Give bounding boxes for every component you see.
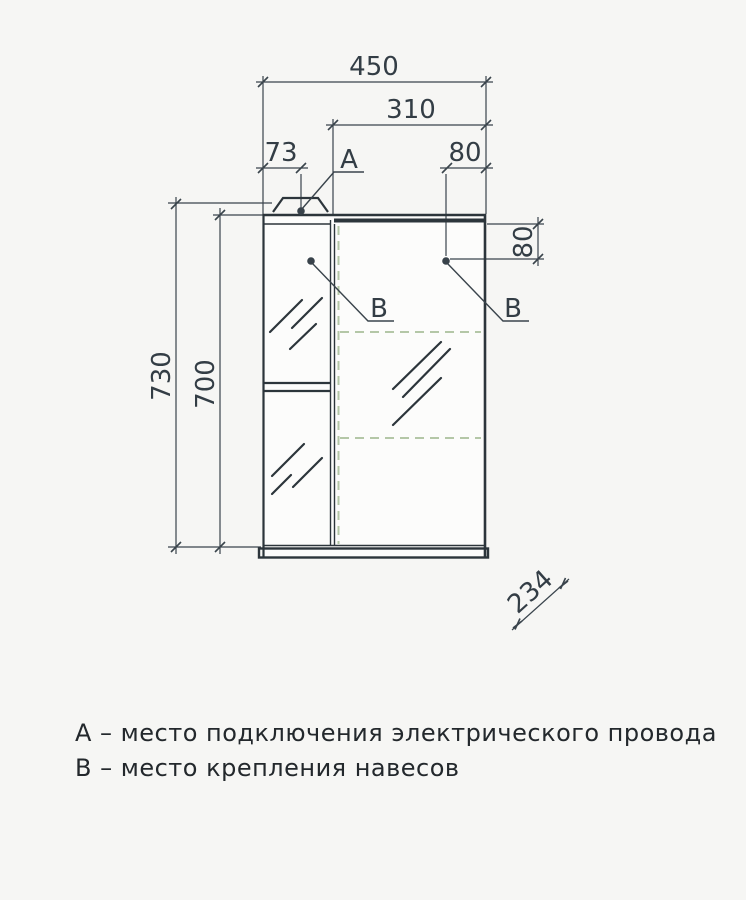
upper-left-door-mirror-hatch [268, 296, 324, 351]
shelf-dashed-outline [337, 226, 481, 544]
diagonal-dim-ticks [514, 577, 567, 630]
callout-b-left-label: В [370, 294, 388, 324]
dim-front-height-value: 700 [191, 359, 221, 409]
point-b-left-dot [307, 257, 315, 265]
dim-overall-width-value: 450 [349, 52, 399, 82]
top-wire-box [272, 196, 329, 213]
cabinet-body-fill [263, 215, 486, 558]
callout-b-right-label: В [504, 294, 522, 324]
leader-b-right [446, 262, 529, 322]
dim-side-offset-value: 80 [509, 225, 539, 258]
point-b-right-dot [442, 257, 450, 265]
leader-b-left [311, 262, 394, 322]
bottom-plinth [257, 547, 490, 559]
leader-a [300, 171, 364, 211]
dim-left-offset-value: 73 [264, 138, 297, 168]
legend-line-a: А – место подключения электрического про… [75, 719, 717, 747]
dimension-ticks [170, 76, 544, 553]
right-door-mirror-hatch [391, 340, 452, 427]
dim-overall-height-value: 730 [147, 351, 177, 401]
dim-diagonal-value: 234 [502, 564, 559, 620]
callout-a-label: А [340, 145, 358, 175]
callouts [297, 171, 529, 322]
cabinet [257, 196, 490, 559]
dim-right-section-value: 310 [386, 95, 436, 125]
dimension-lines [175, 81, 539, 554]
point-a-dot [297, 207, 305, 215]
dim-top-right-offset-value: 80 [448, 138, 481, 168]
legend-line-b: В – место крепления навесов [75, 754, 460, 782]
diagonal-dimension [511, 577, 570, 631]
lower-left-door-mirror-hatch [270, 442, 324, 496]
mirror-hatch-marks [268, 296, 452, 496]
